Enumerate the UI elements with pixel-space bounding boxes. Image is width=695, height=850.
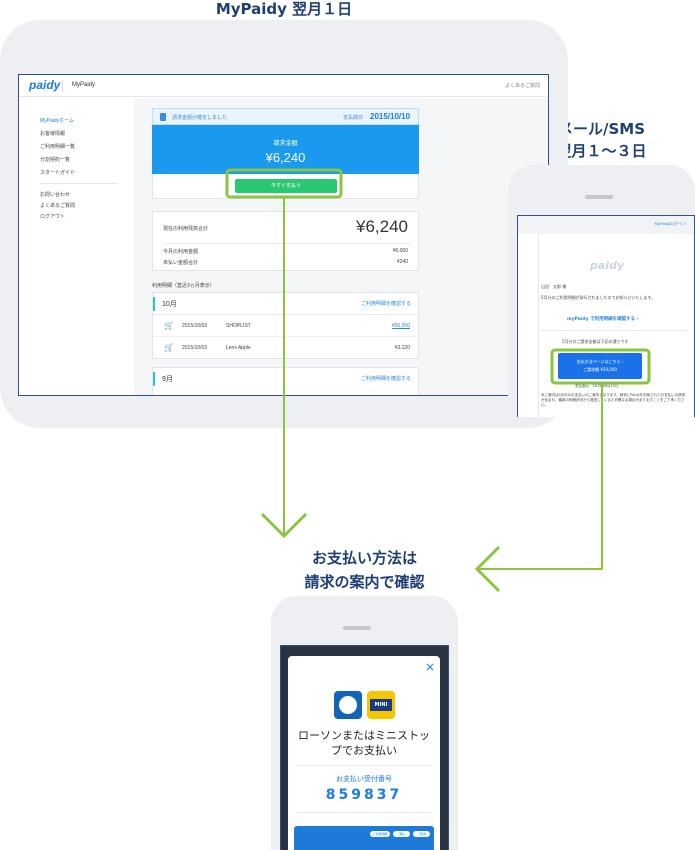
ministop-badge-icon: MINI (370, 699, 392, 711)
heading-mypaidy: MyPaidy 翌月１日 (215, 0, 353, 18)
statement-detail-link[interactable]: ご利用明細を確認する (360, 376, 411, 382)
this-month-label: 今月の利用金額 (163, 249, 199, 255)
pay-button-highlight (225, 168, 343, 199)
arrow-line-elbow (478, 383, 603, 570)
cart-icon: 🛒 (164, 321, 174, 330)
sidebar-item-statements[interactable]: ご利用明細一覧 (40, 144, 76, 150)
arrow-head-down (260, 512, 308, 539)
payment-store-message: ローソンまたはミニストップでお支払い (298, 729, 430, 757)
month-name: 9月 (162, 376, 173, 383)
month-card-september: 9月 ご利用明細を確認する (152, 367, 420, 395)
mail-paidy-logo: paidy (590, 259, 625, 272)
payment-method-button-line1: 支払方法ページはこちら › (576, 359, 624, 364)
mail-due-date: 支払期日 2015年6月10日 (575, 384, 619, 388)
close-icon[interactable]: × (425, 660, 436, 674)
due-date-label: 支払期日 (343, 115, 364, 121)
due-date-value: 2015/10/10 (370, 112, 411, 121)
mail-body-card (538, 234, 694, 417)
sidebar-item-contact[interactable]: お問い合わせ (40, 192, 71, 198)
balance-card: 現在の利用残高合計 ¥6,240 今月の利用金額 ¥6,000 未払い金額合計 … (152, 211, 419, 271)
heading-bottom-line1: お支払い方法は (311, 549, 417, 567)
month-header: 9月 ご利用明細を確認する (153, 368, 420, 390)
transaction-date: 2015/10/03 (182, 323, 208, 329)
banner-button-purchase[interactable]: ご購入 (393, 831, 410, 837)
lawson-logo (334, 691, 362, 719)
mail-body-text: 5月分のご利用明細が発行されましたのでお知らせいたします。 (541, 295, 656, 300)
navbar-divider (62, 80, 63, 92)
month-card-october: 10月 ご利用明細を確認する 🛒 2015/10/03 SHOPLIST ¥50… (152, 292, 420, 359)
transaction-amount-link[interactable]: ¥50,000 (391, 323, 410, 329)
statement-detail-link[interactable]: ご利用明細を確認する (360, 301, 411, 307)
pay-button-area: 今すぐ支払う (152, 174, 419, 199)
sidebar-item-installments[interactable]: 分割契約一覧 (40, 157, 71, 163)
payment-number-label: お支払い受付番号 (336, 775, 392, 783)
billing-notice-bar: 請求金額が確定しました 支払期日 2015/10/10 (152, 108, 419, 125)
statement-header: 利用明細（直近3ヵ月表示） (152, 283, 215, 289)
month-header: 10月 ご利用明細を確認する (153, 293, 420, 315)
mail-greeting: 山田 太郎 様 (541, 284, 567, 289)
table-row: 🛒 2015/10/03 SHOPLIST ¥50,000 (153, 315, 420, 337)
cart-icon: 🛒 (164, 343, 174, 352)
heading-mail-line2: 翌月１〜３日 (556, 142, 647, 160)
payment-modal (288, 656, 440, 850)
sidebar-item-logout[interactable]: ログアウト (40, 214, 66, 220)
document-icon (160, 113, 166, 121)
mail-button-highlight (550, 348, 651, 385)
transaction-amount: ¥3,120 (394, 345, 410, 351)
banner-button-usage[interactable]: ご利用 (413, 831, 430, 837)
paidy-logo[interactable]: paidy (29, 78, 61, 92)
mail-footer-text: 本ご案内は5月分のお支払いのご案内となります。請求にPaidyを利用されたお支払… (541, 393, 686, 407)
sidebar-divider (40, 183, 118, 184)
billing-amount-value: ¥6,240 (265, 150, 306, 165)
lawson-milk-icon (339, 696, 357, 714)
sidebar-item-home[interactable]: MyPaidyホーム (40, 118, 75, 124)
transaction-merchant: SHOPLIST (226, 323, 251, 329)
mail-statement-link[interactable]: myPaidy で利用明細を確認する › (567, 317, 639, 322)
bottom-banner: ご利用明細 ご購入 ご利用 (294, 826, 434, 850)
mypaidy-login-link[interactable]: MyPaidyログイン (654, 221, 686, 226)
month-accent-bar (153, 372, 155, 386)
unpaid-label: 未払い金額合計 (163, 260, 199, 266)
this-month-value: ¥6,000 (392, 248, 408, 254)
transaction-date: 2015/10/03 (182, 345, 208, 351)
sidebar (19, 98, 134, 395)
banner-button-statement[interactable]: ご利用明細 (370, 831, 390, 837)
billing-amount-panel: 請求金額 ¥6,240 (152, 125, 419, 174)
faq-link[interactable]: よくあるご質問 (504, 83, 540, 89)
payment-number: 859837 (325, 787, 403, 803)
pay-now-button[interactable]: 今すぐ支払う (235, 179, 337, 193)
billing-amount-label: 請求金額 (273, 141, 298, 147)
phone-speaker (585, 195, 613, 199)
modal-divider (296, 812, 432, 813)
modal-divider (296, 765, 432, 766)
sidebar-item-profile[interactable]: お客様情報 (40, 131, 66, 137)
payment-method-button[interactable]: 支払方法ページはこちら › ご請求額 ¥20,000 (558, 353, 642, 379)
balance-label: 現在の利用残高合計 (163, 226, 209, 232)
month-name: 10月 (162, 301, 177, 308)
mail-bill-notice: 5月分のご請求金額は下記の通りです (562, 339, 629, 344)
mail-divider (541, 330, 687, 331)
ministop-logo: MINI (367, 691, 395, 719)
sidebar-item-faq[interactable]: よくあるご質問 (40, 203, 76, 209)
transaction-merchant: Lens Apple (226, 345, 251, 351)
month-accent-bar (153, 297, 155, 311)
billing-notice-text: 請求金額が確定しました (172, 115, 228, 121)
app-name: MyPaidy (72, 82, 96, 88)
payment-method-button-line2: ご請求額 ¥20,000 (583, 367, 617, 372)
phone-speaker (343, 626, 371, 630)
arrow-head-left (474, 545, 501, 593)
heading-mail-line1: メール/SMS (557, 120, 645, 138)
table-row: 🛒 2015/10/03 Lens Apple ¥3,120 (153, 337, 420, 359)
phone-screen-mail: MyPaidyログイン (517, 215, 695, 417)
balance-amount: ¥6,240 (356, 217, 408, 236)
top-navbar: paidy MyPaidy よくあるご質問 (19, 75, 548, 97)
unpaid-value: ¥240 (396, 259, 408, 265)
mail-top-bar: MyPaidyログイン (518, 216, 694, 234)
sidebar-item-start-guide[interactable]: スタートガイド (40, 170, 76, 176)
heading-bottom-line2: 請求の案内で確認 (304, 573, 425, 591)
balance-divider (163, 243, 410, 244)
